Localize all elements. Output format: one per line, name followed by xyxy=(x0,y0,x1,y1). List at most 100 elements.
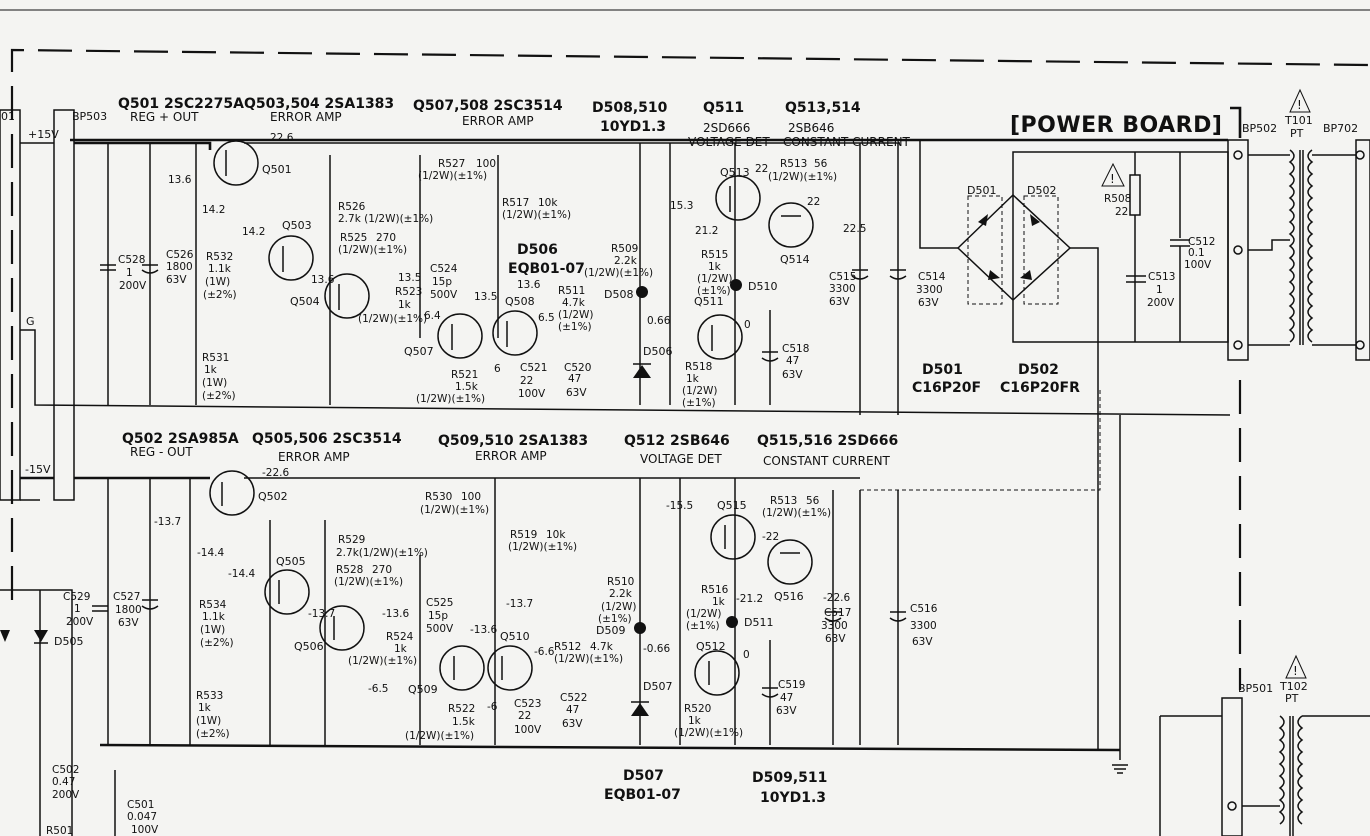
c501-rating: 100V xyxy=(131,824,159,836)
r520-spec: (1/2W)(±1%) xyxy=(674,727,743,739)
c524-label: C524 xyxy=(430,263,458,275)
r533-value: 1k xyxy=(198,702,212,714)
transistor-symbols xyxy=(209,140,814,696)
c516-value: 3300 xyxy=(910,620,937,632)
q508-label: Q508 xyxy=(505,295,535,308)
voltage-q514-e: 22 xyxy=(807,196,820,208)
q502-label: Q502 xyxy=(258,490,288,503)
c522-value: 47 xyxy=(566,704,579,716)
r534-value: 1.1k xyxy=(202,611,226,623)
hdr-q501: Q501 2SC2275A xyxy=(118,96,244,112)
svg-text:!: ! xyxy=(1293,664,1298,678)
r531-tol: (±2%) xyxy=(202,390,236,402)
r530-label: R530 xyxy=(425,491,452,503)
c502-label: C502 xyxy=(52,764,79,776)
c521-label: C521 xyxy=(520,362,547,374)
hdr-q513-514-type: 2SB646 xyxy=(788,121,834,135)
c513-value: 1 xyxy=(1156,284,1163,296)
c524-rating: 500V xyxy=(430,289,458,301)
diode-symbols xyxy=(0,279,742,716)
c529-label: C529 xyxy=(63,591,90,603)
r511-tol: (±1%) xyxy=(558,321,592,333)
q512-label: Q512 xyxy=(696,640,726,653)
hdr-q505-506-sub: ERROR AMP xyxy=(278,450,350,464)
hdr-q511: Q511 xyxy=(703,100,744,116)
c527-rating: 63V xyxy=(118,617,139,629)
r519-spec: (1/2W)(±1%) xyxy=(508,541,577,553)
hdr-q503-504-sub: ERROR AMP xyxy=(270,110,342,124)
hdr-d509-511: D509,511 xyxy=(752,770,827,786)
q507-label: Q507 xyxy=(404,345,434,358)
r521-label: R521 xyxy=(451,369,478,381)
part-d501: D501 xyxy=(922,362,963,378)
r521-value: 1.5k xyxy=(455,381,479,393)
r528-label: R528 xyxy=(336,564,363,576)
r508-fuse: ! xyxy=(1101,152,1190,342)
voltage-q513-e: 22 xyxy=(755,163,768,175)
r501-label: R501 xyxy=(46,825,73,836)
c525-value: 15p xyxy=(428,610,448,622)
c524-value: 15p xyxy=(432,276,452,288)
connector-label-bp501: BP501 xyxy=(1238,682,1273,695)
q505-label: Q505 xyxy=(276,555,306,568)
hdr-q503-504: Q503,504 2SA1383 xyxy=(244,96,394,112)
voltage-q505-e: -14.4 xyxy=(228,568,255,580)
voltage-q514-b: 22.5 xyxy=(843,223,866,235)
r517-label: R517 xyxy=(502,197,529,209)
c526-value: 1800 xyxy=(166,261,193,273)
voltage-q513-c: 21.2 xyxy=(695,225,718,237)
r523-spec: (1/2W)(±1%) xyxy=(358,313,427,325)
c526-rating: 63V xyxy=(166,274,187,286)
c525-rating: 500V xyxy=(426,623,454,635)
c514-label: C514 xyxy=(918,271,946,283)
c515-rating: 63V xyxy=(829,296,850,308)
c521-value: 22 xyxy=(520,375,533,387)
r510-label: R510 xyxy=(607,576,634,588)
hdr-q515-516: Q515,516 2SD666 xyxy=(757,433,898,449)
r526-value: 2.7k (1/2W)(±1%) xyxy=(338,213,433,225)
hdr-q502-sub: REG - OUT xyxy=(130,445,193,459)
r522-value: 1.5k xyxy=(452,716,476,728)
rail-label-gnd: G xyxy=(26,315,35,328)
q506-label: Q506 xyxy=(294,640,324,653)
part-d502: D502 xyxy=(1018,362,1059,378)
connector-label-01: 01 xyxy=(1,110,15,123)
voltage-q507-e: 6 xyxy=(494,363,501,375)
c520-label: C520 xyxy=(564,362,591,374)
r532-spec: (1W) xyxy=(205,276,230,288)
c528-value: 1 xyxy=(126,267,133,279)
c502-rating: 200V xyxy=(52,789,80,801)
hdr-q511-type: 2SD666 xyxy=(703,121,750,135)
hdr-q505-506: Q505,506 2SC3514 xyxy=(252,431,402,447)
r511-label: R511 xyxy=(558,285,585,297)
r533-label: R533 xyxy=(196,690,223,702)
r532-tol: (±2%) xyxy=(203,289,237,301)
r534-spec: (1W) xyxy=(200,624,225,636)
r516-value: 1k xyxy=(712,596,726,608)
c527-label: C527 xyxy=(113,591,140,603)
hdr-d507: D507 xyxy=(623,768,664,784)
hdr-q509-510: Q509,510 2SA1383 xyxy=(438,433,588,449)
r513b-value: 56 xyxy=(806,495,820,507)
connector-bp502 xyxy=(1227,139,1249,361)
r520-label: R520 xyxy=(684,703,711,715)
r521-spec: (1/2W)(±1%) xyxy=(416,393,485,405)
c512-rating: 100V xyxy=(1184,259,1212,271)
c514-value: 3300 xyxy=(916,284,943,296)
hdr-d509-511-sub: 10YD1.3 xyxy=(760,790,826,806)
r519-value: 10k xyxy=(546,529,566,541)
c514-rating: 63V xyxy=(918,297,939,309)
c516-rating: 63V xyxy=(912,636,933,648)
r524-label: R524 xyxy=(386,631,414,643)
r520-value: 1k xyxy=(688,715,702,727)
r512-label: R512 xyxy=(554,641,581,653)
c501-label: C501 xyxy=(127,799,154,811)
bridge-label-d502: D502 xyxy=(1027,184,1056,197)
r527-value: 100 xyxy=(476,158,496,170)
hdr-q507-508: Q507,508 2SC3514 xyxy=(413,98,563,114)
hdr-q501-sub: REG + OUT xyxy=(130,110,199,124)
r516-tol: (±1%) xyxy=(686,620,720,632)
hdr-d507-sub: EQB01-07 xyxy=(604,787,681,803)
c528-label: C528 xyxy=(118,254,145,266)
c522-rating: 63V xyxy=(562,718,583,730)
